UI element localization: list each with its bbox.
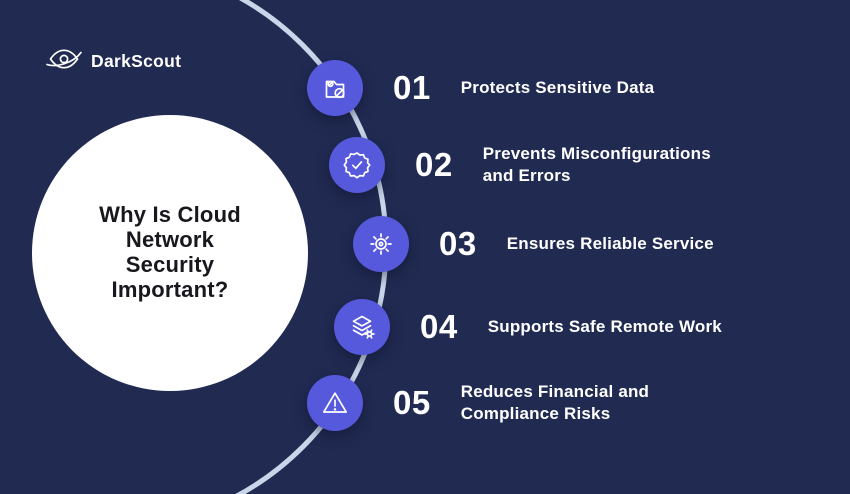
timeline-item: 01 Protects Sensitive Data [307,60,654,116]
timeline-item: 02 Prevents Misconfigurations and Errors [329,137,723,193]
brand-name: DarkScout [91,51,182,71]
item-number: 03 [439,225,477,262]
item-number: 05 [393,384,431,421]
item-label: Supports Safe Remote Work [487,316,722,336]
darkscout-logo-icon [46,46,82,77]
item-number: 01 [393,69,431,106]
item-label: Prevents Misconfigurations and Errors [482,143,711,185]
item-label: Ensures Reliable Service [506,233,714,253]
item-label: Reduces Financial and Compliance Risks [460,381,650,423]
timeline-item: 04 Supports Safe Remote Work [334,299,722,355]
warning-triangle-icon [307,375,363,431]
timeline-item: 05 Reduces Financial and Compliance Risk… [307,375,701,431]
page-title: Why Is Cloud Network Security Important? [99,202,241,302]
secure-layers-icon [334,299,390,355]
brand-logo: DarkScout [46,46,181,77]
item-number: 04 [420,308,458,345]
timeline-item: 03 Ensures Reliable Service [353,216,714,272]
title-circle: Why Is Cloud Network Security Important? [32,115,308,391]
item-number: 02 [415,146,453,183]
item-label: Protects Sensitive Data [460,77,655,97]
gear-icon [353,216,409,272]
verified-badge-icon [329,137,385,193]
restricted-data-folder-icon [307,60,363,116]
